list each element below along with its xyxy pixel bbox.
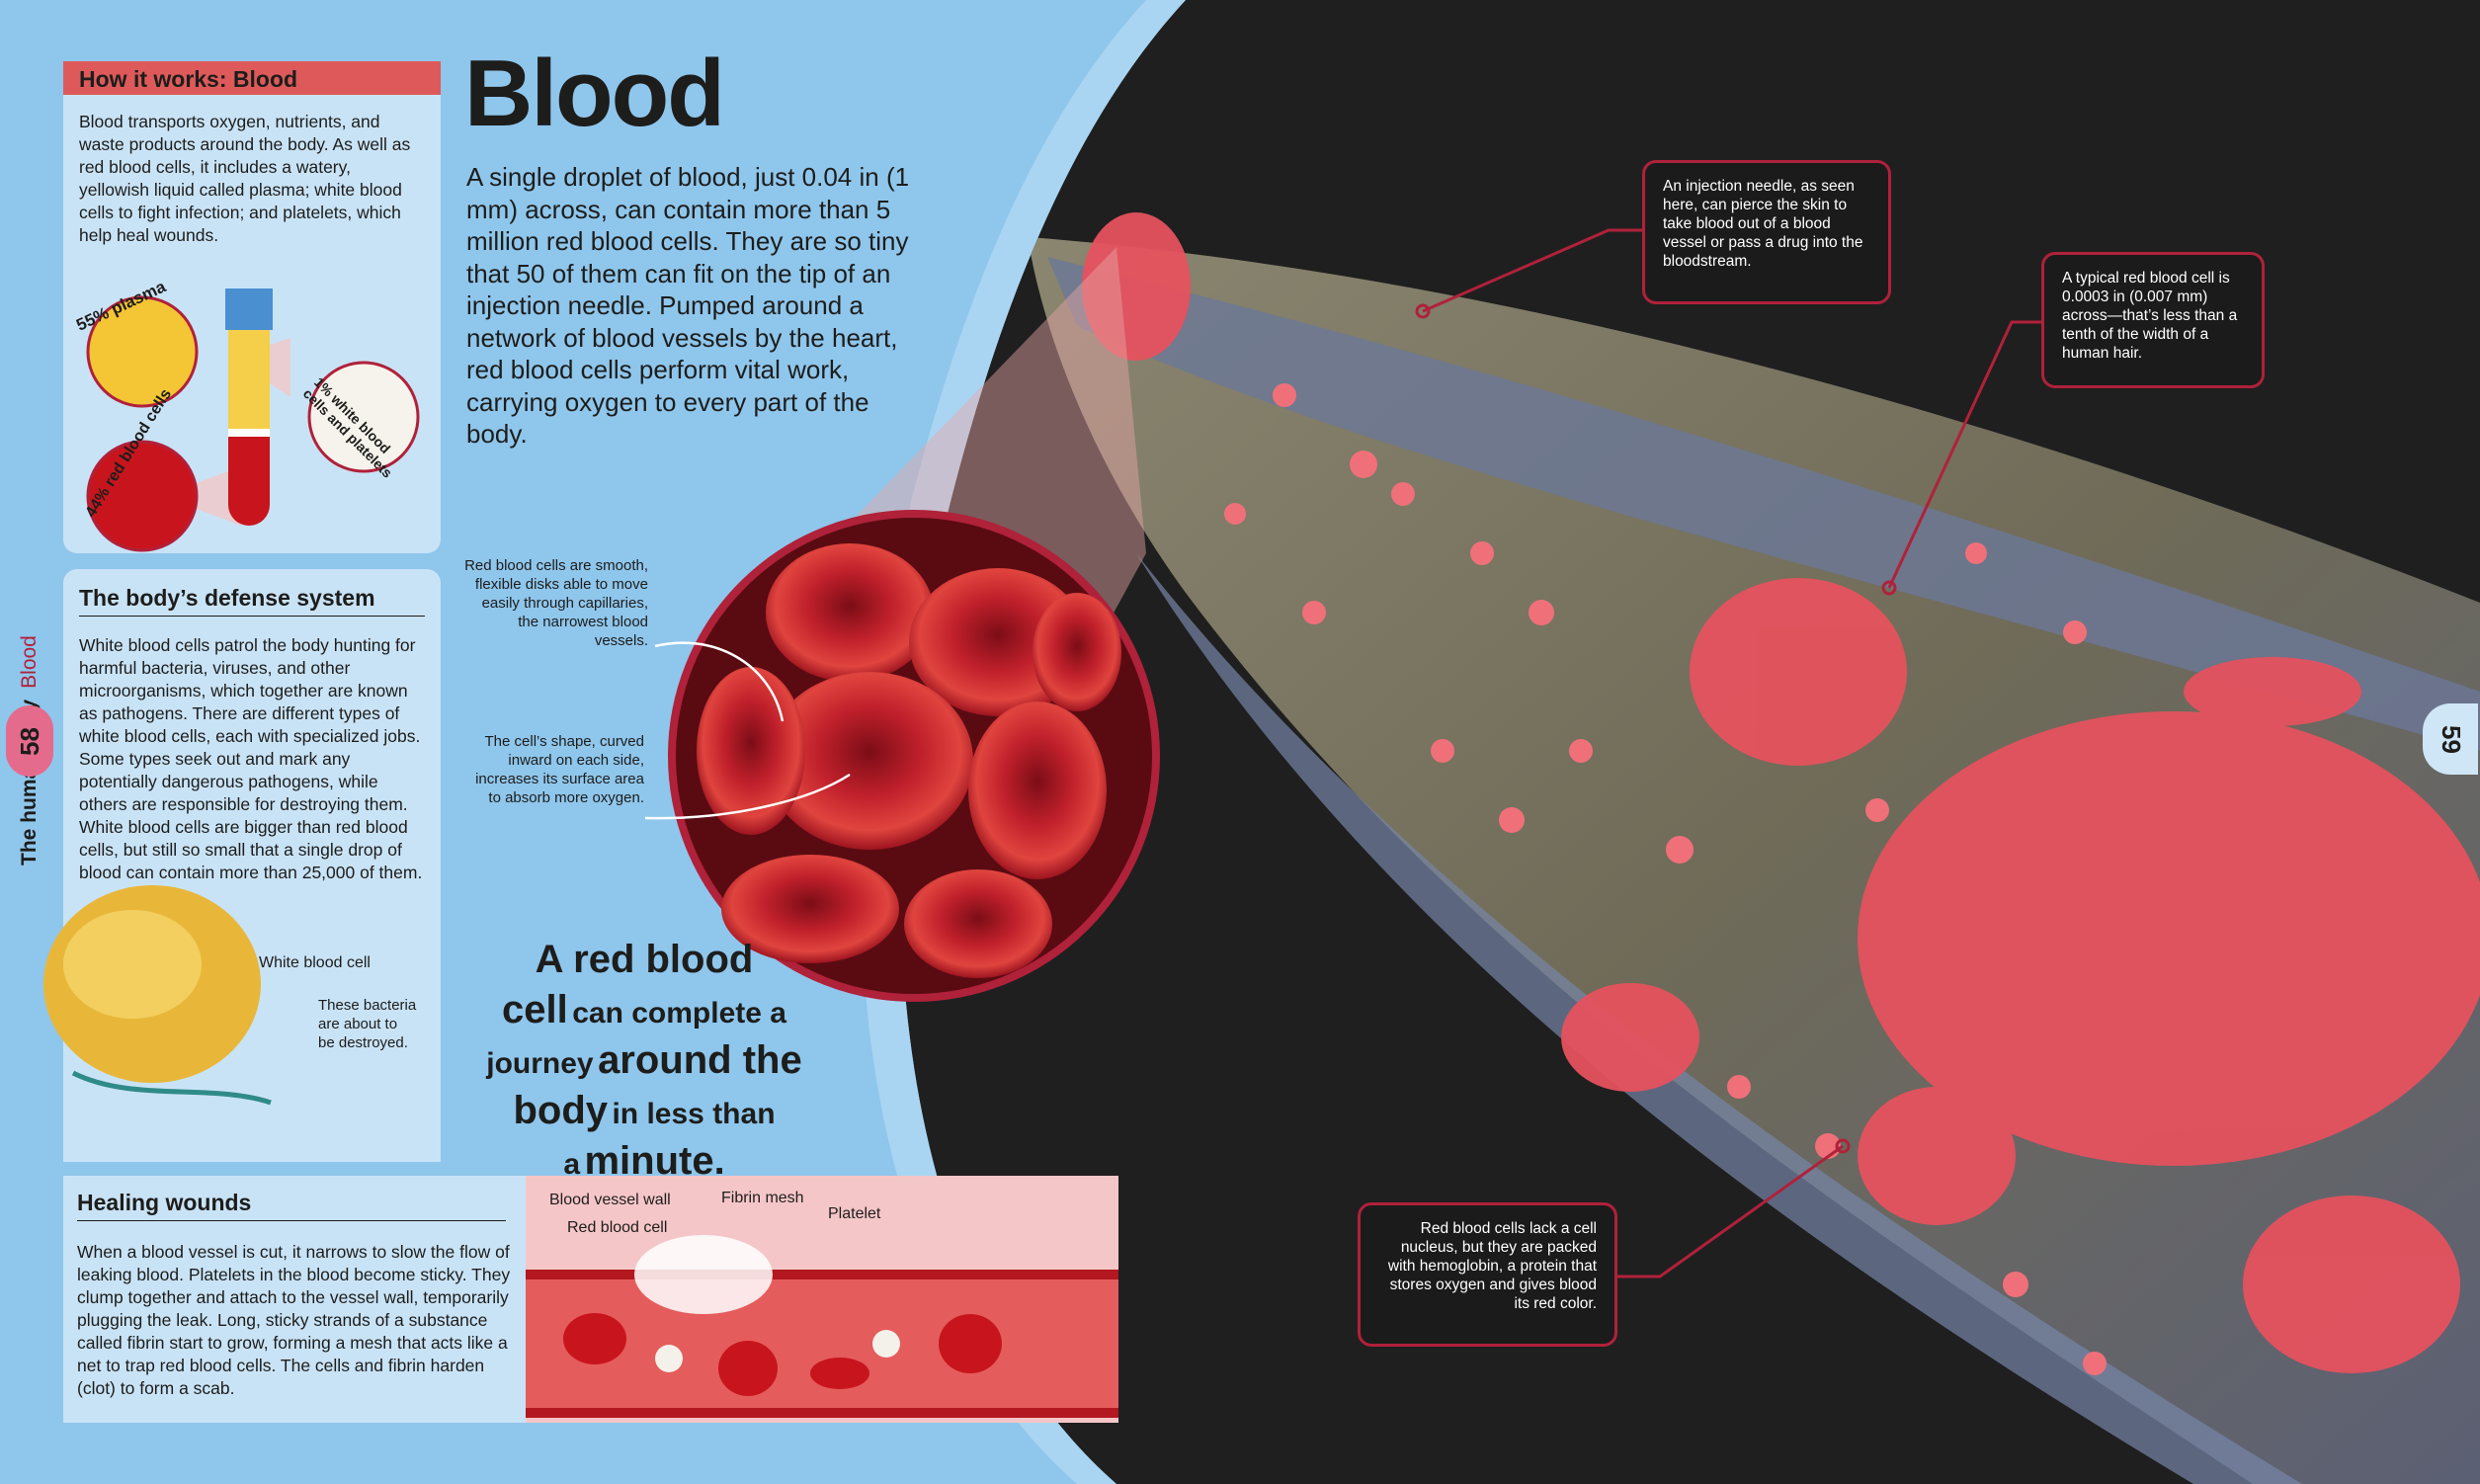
callout-cell-shape: The cell’s shape, curved inward on each … [475, 733, 644, 806]
red-cells-circle [86, 440, 199, 552]
page-number-right: 59 [2423, 703, 2478, 775]
white-cells-circle [307, 361, 420, 473]
side-topic: Blood [18, 635, 41, 689]
how-it-works-heading: How it works: Blood [79, 66, 298, 92]
note-cell-size: A typical red blood cell is 0.0003 in (0… [2041, 252, 2265, 388]
wounds-heading: Healing wounds [77, 1190, 506, 1221]
label-bacteria: These bacteria are about to be destroyed… [318, 997, 417, 1051]
intro-text: A single droplet of blood, just 0.04 in … [466, 162, 910, 449]
how-it-works-header: How it works: Blood [63, 61, 441, 95]
pull-quote: A red blood cell can complete a journey … [486, 938, 802, 1183]
note-no-nucleus: Red blood cells lack a cell nucleus, but… [1358, 1202, 1617, 1347]
page-number-left: 58 [6, 705, 53, 777]
wounds-text: When a blood vessel is cut, it narrows t… [77, 1242, 511, 1398]
label-fibrin-mesh: Fibrin mesh [721, 1190, 804, 1206]
healing-wounds-panel: Healing wounds When a blood vessel is cu… [63, 1176, 528, 1423]
callout-smooth-disks: Red blood cells are smooth, flexible dis… [464, 557, 648, 649]
label-vessel-wall: Blood vessel wall [549, 1192, 671, 1208]
defense-text: White blood cells patrol the body huntin… [79, 635, 423, 882]
clotting-diagram: Blood vessel wall Red blood cell Fibrin … [526, 1176, 1118, 1423]
magnified-cells [668, 510, 1160, 1002]
how-it-works-panel: How it works: Blood Blood transports oxy… [63, 61, 441, 553]
note-injection-needle: An injection needle, as seen here, can p… [1642, 160, 1891, 304]
plasma-circle [86, 295, 199, 408]
defense-heading: The body’s defense system [79, 585, 425, 617]
blood-composition-diagram [86, 289, 420, 552]
page-title: Blood [464, 41, 725, 146]
white-blood-cell-image [43, 885, 272, 1106]
label-red-blood-cell: Red blood cell [567, 1219, 668, 1236]
how-it-works-text: Blood transports oxygen, nutrients, and … [79, 112, 411, 245]
defense-panel: The body’s defense system White blood ce… [43, 569, 441, 1162]
label-platelet: Platelet [828, 1205, 881, 1222]
label-white-blood-cell: White blood cell [259, 954, 371, 971]
tube-cap [225, 289, 273, 330]
